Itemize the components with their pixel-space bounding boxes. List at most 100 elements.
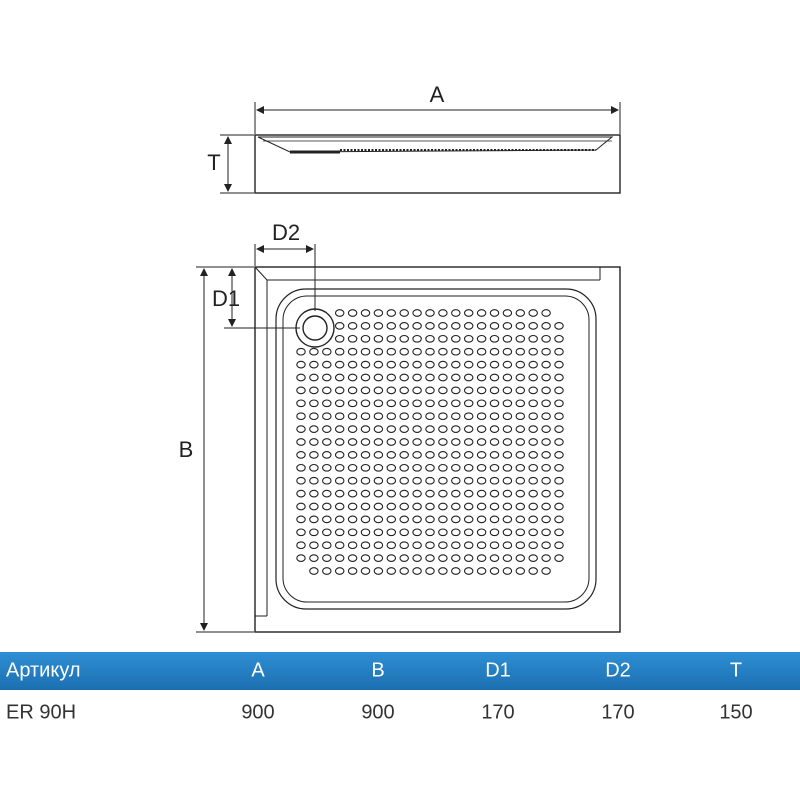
- anti-slip-dot: [451, 567, 461, 575]
- anti-slip-dot: [438, 476, 448, 485]
- anti-slip-dot: [463, 554, 474, 562]
- anti-slip-dot: [386, 386, 397, 395]
- anti-slip-dot: [425, 373, 435, 382]
- anti-slip-dot: [515, 463, 526, 472]
- anti-slip-dot: [451, 373, 461, 382]
- anti-slip-dot: [463, 373, 474, 382]
- anti-slip-dot: [334, 489, 345, 498]
- anti-slip-dot: [322, 412, 332, 421]
- anti-slip-dot: [334, 463, 345, 472]
- anti-slip-dot: [412, 489, 422, 498]
- anti-slip-dot: [373, 425, 384, 433]
- anti-slip-dot: [489, 451, 500, 459]
- label-b: B: [179, 437, 194, 462]
- anti-slip-dot: [438, 554, 448, 562]
- anti-slip-dot: [489, 489, 500, 498]
- anti-slip-dot: [463, 399, 474, 408]
- anti-slip-dot: [309, 425, 319, 433]
- anti-slip-dot: [373, 360, 384, 369]
- anti-slip-dot: [386, 515, 397, 524]
- anti-slip-dot: [502, 463, 513, 472]
- anti-slip-dot: [451, 334, 461, 343]
- anti-slip-dot: [476, 425, 487, 433]
- anti-slip-dot: [334, 554, 345, 562]
- anti-slip-dot: [489, 373, 500, 382]
- anti-slip-dot: [296, 476, 306, 485]
- anti-slip-dot: [412, 541, 422, 550]
- anti-slip-dot: [360, 567, 371, 575]
- anti-slip-dot: [502, 386, 513, 395]
- anti-slip-dot: [463, 476, 474, 485]
- anti-slip-dot: [438, 309, 448, 317]
- anti-slip-dot: [412, 438, 422, 446]
- anti-slip-dot: [438, 373, 448, 382]
- anti-slip-dot: [309, 399, 319, 408]
- anti-slip-dot: [296, 373, 306, 382]
- anti-slip-dot: [451, 451, 461, 459]
- anti-slip-dot: [373, 515, 384, 524]
- anti-slip-dot: [334, 309, 345, 317]
- anti-slip-dot: [541, 489, 551, 498]
- anti-slip-dot: [451, 399, 461, 408]
- anti-slip-dot: [373, 463, 384, 472]
- anti-slip-dot: [360, 476, 371, 485]
- anti-slip-dot: [322, 451, 332, 459]
- anti-slip-dot: [399, 386, 409, 395]
- anti-slip-dot: [399, 425, 409, 433]
- anti-slip-dot: [296, 425, 306, 433]
- anti-slip-dot: [528, 399, 538, 408]
- anti-slip-dot: [528, 412, 538, 421]
- anti-slip-dot: [322, 438, 332, 446]
- anti-slip-dot: [309, 360, 319, 369]
- anti-slip-dot: [347, 489, 358, 498]
- anti-slip-dot: [476, 386, 487, 395]
- anti-slip-dot: [309, 502, 319, 511]
- anti-slip-dot: [399, 476, 409, 485]
- anti-slip-dot: [309, 412, 319, 421]
- anti-slip-dot: [515, 373, 526, 382]
- anti-slip-dot: [541, 373, 551, 382]
- shower-tray-drawing: A T B D1 D2: [179, 82, 621, 633]
- anti-slip-dot: [476, 463, 487, 472]
- spec-table: Артикул A B D1 D2 T ER 90H 900 900 170 1…: [0, 652, 800, 736]
- anti-slip-dot: [528, 425, 538, 433]
- anti-slip-dot: [373, 554, 384, 562]
- anti-slip-dot: [463, 438, 474, 446]
- anti-slip-dot: [476, 567, 487, 575]
- anti-slip-dot: [438, 541, 448, 550]
- anti-slip-dot: [386, 322, 397, 330]
- anti-slip-dot: [541, 438, 551, 446]
- anti-slip-dot: [360, 541, 371, 550]
- anti-slip-dot: [502, 334, 513, 343]
- anti-slip-dot: [334, 528, 345, 537]
- anti-slip-dot: [451, 502, 461, 511]
- anti-slip-dot: [360, 489, 371, 498]
- anti-slip-dot: [515, 502, 526, 511]
- anti-slip-dot: [334, 541, 345, 550]
- anti-slip-dot: [334, 425, 345, 433]
- anti-slip-dot: [309, 347, 319, 356]
- anti-slip-dot: [463, 502, 474, 511]
- anti-slip-dot: [476, 451, 487, 459]
- anti-slip-dot: [528, 322, 538, 330]
- cell-t: 150: [719, 701, 753, 724]
- anti-slip-dot: [438, 347, 448, 356]
- anti-slip-dot: [489, 528, 500, 537]
- anti-slip-dots: [296, 309, 564, 575]
- anti-slip-dot: [489, 399, 500, 408]
- anti-slip-dot: [476, 373, 487, 382]
- anti-slip-dot: [476, 360, 487, 369]
- anti-slip-dot: [322, 567, 332, 575]
- anti-slip-dot: [476, 347, 487, 356]
- header-t: T: [729, 659, 743, 682]
- anti-slip-dot: [334, 399, 345, 408]
- anti-slip-dot: [438, 451, 448, 459]
- anti-slip-dot: [438, 528, 448, 537]
- anti-slip-dot: [347, 528, 358, 537]
- anti-slip-dot: [334, 567, 345, 575]
- header-d2: D2: [605, 659, 631, 682]
- anti-slip-dot: [347, 515, 358, 524]
- anti-slip-dot: [360, 360, 371, 369]
- anti-slip-dot: [386, 554, 397, 562]
- anti-slip-dot: [438, 463, 448, 472]
